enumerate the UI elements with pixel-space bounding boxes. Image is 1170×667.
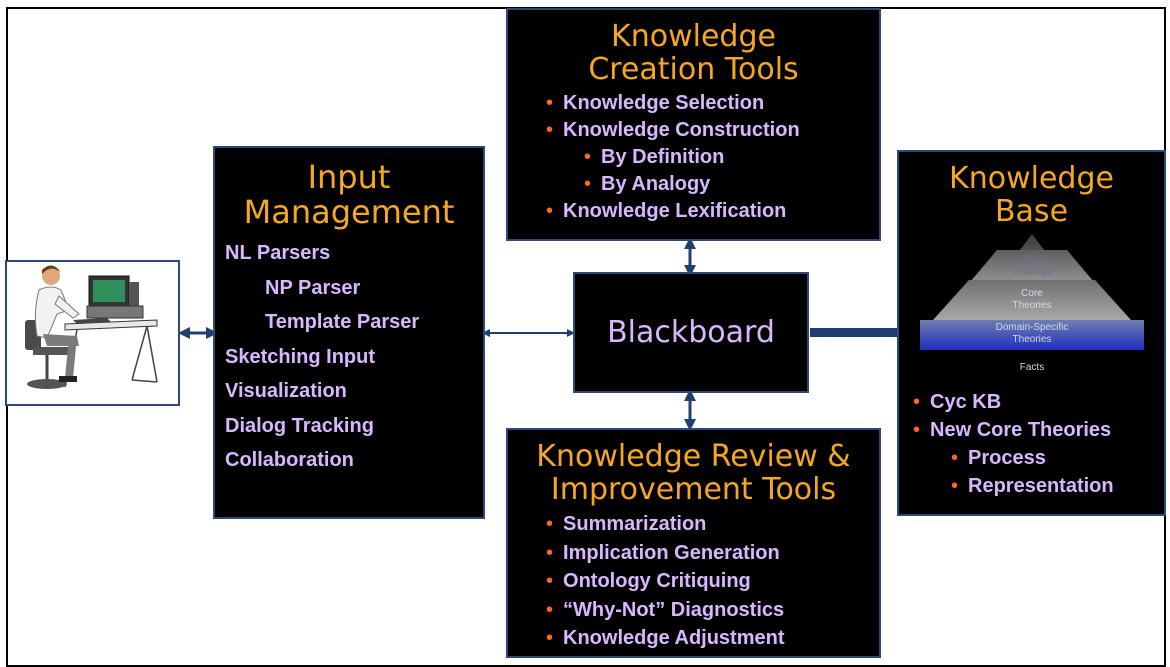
knowledge-creation-title-line1: Knowledge	[611, 19, 776, 54]
knowledge-creation-title-line2: Creation Tools	[588, 52, 799, 87]
list-item: NP Parser	[265, 276, 361, 299]
list-item: •Knowledge Lexification	[546, 200, 787, 222]
pyramid-core-theories	[965, 250, 1099, 288]
list-item: •By Analogy	[584, 173, 711, 195]
list-item: Template Parser	[265, 311, 420, 334]
input-management-box: Input Management NL Parsers NP Parser Te…	[213, 146, 485, 519]
connector-blackboard-kb	[810, 328, 898, 337]
list-item: Collaboration	[225, 449, 354, 472]
list-item: NL Parsers	[225, 242, 331, 265]
pyramid-domain-label-2: Theories	[1013, 334, 1052, 345]
blackboard-box: Blackboard	[573, 272, 809, 393]
knowledge-base-box: Knowledge Base Upper Ontology Core	[897, 150, 1166, 516]
list-item: •By Definition	[584, 146, 725, 168]
pyramid-facts	[920, 320, 1144, 350]
user-at-computer-icon	[25, 265, 158, 389]
knowledge-base-title-line1: Knowledge	[949, 161, 1114, 196]
input-management-title-line1: Input	[307, 158, 391, 196]
list-item: •Cyc KB	[913, 391, 1002, 413]
list-item: •Ontology Critiquing	[546, 570, 751, 592]
knowledge-pyramid: Upper Ontology Core Theories Domain-Spec…	[920, 234, 1144, 373]
list-item: •Knowledge Selection	[546, 92, 765, 114]
list-item: •Knowledge Construction	[546, 119, 800, 141]
knowledge-review-title-line1: Knowledge Review &	[536, 439, 851, 474]
knowledge-base-title-line2: Base	[994, 194, 1069, 229]
list-item: Visualization	[225, 380, 347, 403]
pyramid-facts-label: Facts	[1020, 362, 1044, 373]
user-illustration-box	[5, 260, 180, 406]
list-item: •Process	[951, 447, 1046, 469]
pyramid-upper-label-1: Upper	[1018, 254, 1046, 265]
pyramid-domain-theories	[933, 280, 1131, 320]
knowledge-review-title-line2: Improvement Tools	[550, 472, 837, 507]
knowledge-review-tools-box: Knowledge Review & Improvement Tools •Su…	[506, 428, 881, 658]
pyramid-core-label-1: Core	[1021, 288, 1043, 299]
knowledge-creation-tools-box: Knowledge Creation Tools •Knowledge Sele…	[506, 8, 881, 241]
pyramid-core-label-2: Theories	[1013, 300, 1052, 311]
input-management-title-line2: Management	[243, 193, 455, 232]
blackboard-title: Blackboard	[607, 315, 775, 350]
list-item: •“Why-Not” Diagnostics	[546, 598, 785, 621]
list-item: Sketching Input	[225, 345, 375, 368]
list-item: Dialog Tracking	[225, 414, 374, 437]
pyramid-domain-label-1: Domain-Specific	[996, 322, 1069, 333]
list-item: •Summarization	[546, 513, 707, 535]
list-item: •New Core Theories	[913, 419, 1112, 441]
list-item: •Representation	[951, 475, 1114, 497]
list-item: •Implication Generation	[546, 541, 780, 564]
pyramid-upper-label-2: Ontology	[1012, 266, 1052, 277]
list-item: •Knowledge Adjustment	[546, 627, 785, 649]
